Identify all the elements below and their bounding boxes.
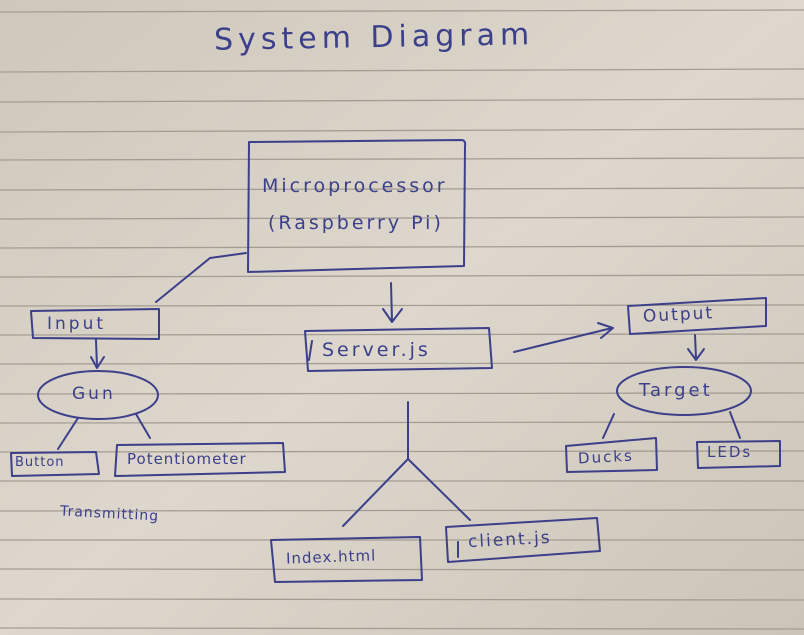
microprocessor-box <box>247 139 467 273</box>
gun-branch-lines <box>57 413 151 450</box>
ducks-box <box>565 437 658 473</box>
output-box <box>627 297 767 335</box>
target-branch-lines <box>602 411 741 439</box>
potentiometer-box <box>114 442 286 477</box>
gun-ellipse <box>37 370 159 420</box>
gun-label: Gun <box>72 384 116 404</box>
button-box <box>10 451 100 477</box>
arrow-server-to-output <box>513 322 614 353</box>
ducks-label: Ducks <box>577 446 635 468</box>
arrow-output-to-target <box>687 334 705 361</box>
microprocessor-label: Microprocessor <box>262 175 448 197</box>
leds-box <box>696 440 781 469</box>
target-label: Target <box>639 380 713 401</box>
server-box <box>304 327 493 372</box>
server-branch-tree <box>342 401 471 527</box>
microprocessor-input-connector <box>155 252 247 303</box>
leds-label: LEDs <box>707 443 753 461</box>
potentiometer-label: Potentiometer <box>127 450 247 468</box>
output-label: Output <box>642 303 715 327</box>
index-html-label: Index.html <box>285 546 377 568</box>
client-js-box <box>445 517 601 563</box>
target-ellipse <box>616 366 752 416</box>
ruled-lines <box>0 9 804 630</box>
raspberry-pi-label: (Raspberry Pi) <box>268 212 444 234</box>
server-label: Server.js <box>322 339 431 361</box>
diagram-title: System Diagram <box>213 17 535 58</box>
button-label: Button <box>15 455 65 470</box>
index-html-box <box>270 536 423 583</box>
input-box <box>30 308 160 340</box>
input-label: Input <box>47 314 107 334</box>
arrow-micro-to-server <box>382 282 403 323</box>
arrow-input-to-gun <box>90 339 105 369</box>
